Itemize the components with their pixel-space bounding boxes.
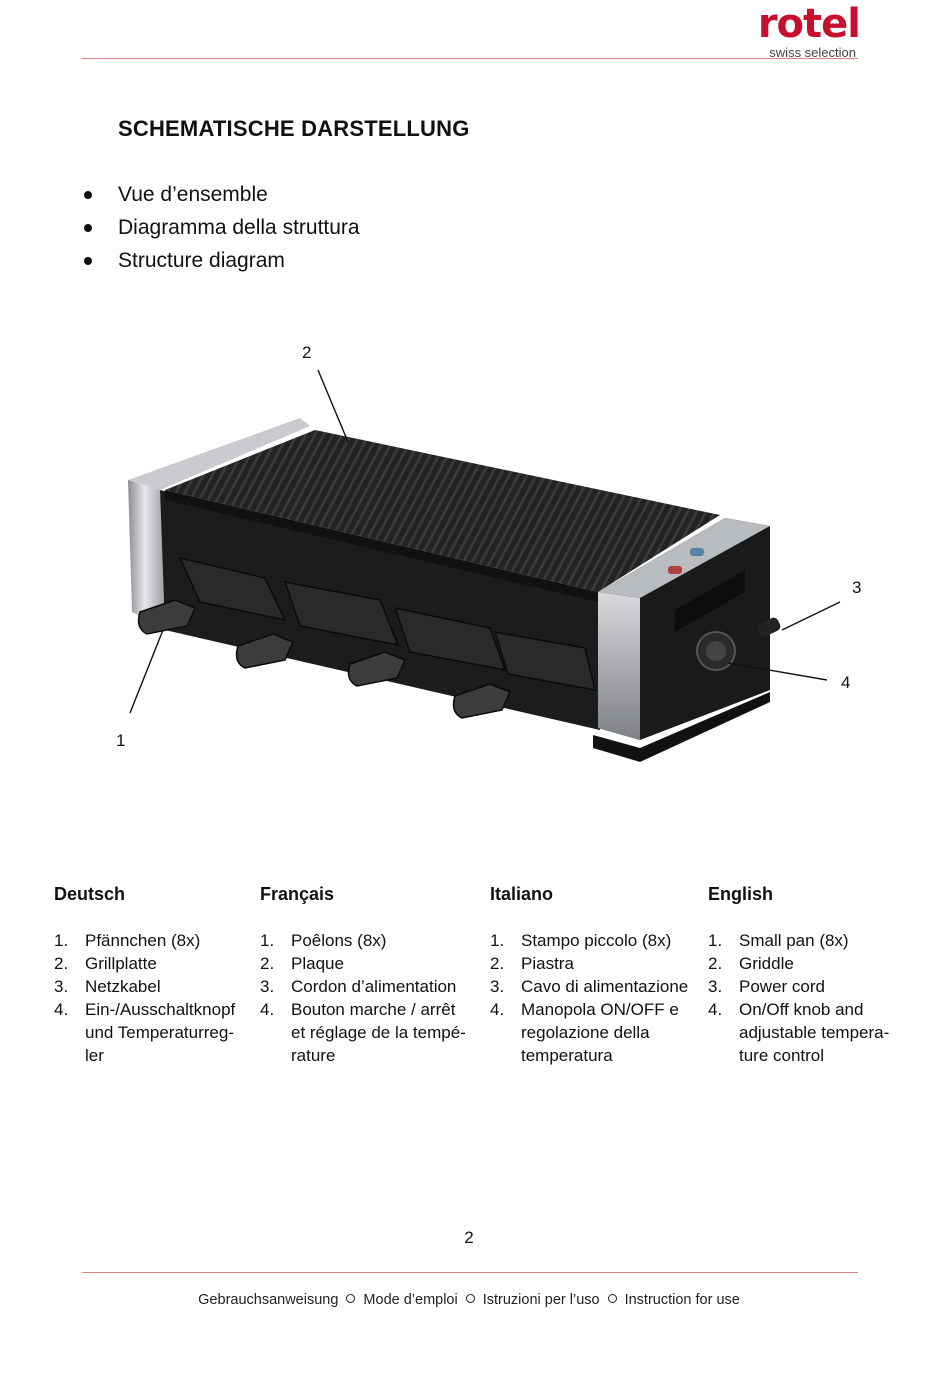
header-rule <box>82 58 858 59</box>
legend-item: 2.Grillplatte <box>54 954 157 973</box>
logo-tagline: swiss selection <box>769 45 856 60</box>
page-title: SCHEMATISCHE DARSTELLUNG <box>118 116 470 141</box>
subtitle-list: Vue d’ensemble Diagramma della struttura… <box>80 178 360 277</box>
bullet-icon <box>84 257 92 265</box>
legend-item: 3.Power cord <box>708 977 825 996</box>
circle-separator-icon <box>465 1294 475 1303</box>
callout-1: 1 <box>116 731 126 750</box>
legend-heading: Italiano <box>490 884 554 904</box>
legend-item: 3.Cavo di alimentazione <box>490 977 689 996</box>
legend-item: 4.On/Off knob and adjustable tempera- tu… <box>708 1000 890 1065</box>
circle-separator-icon <box>346 1294 356 1303</box>
legend-list: 1.Poêlons (8x) 2.Plaque 3.Cordon d’alime… <box>260 929 485 1067</box>
footer-item: Istruzioni per l’uso <box>482 1292 600 1308</box>
footer-rule <box>82 1272 858 1273</box>
legend-heading: Français <box>260 884 335 904</box>
legend-item: 3.Cordon d’alimentation <box>260 977 457 996</box>
legend-column-deutsch: Deutsch 1.Pfännchen (8x) 2.Grillplatte 3… <box>54 880 254 1067</box>
legend-item: 1.Pfännchen (8x) <box>54 931 201 950</box>
logo-wordmark: rotel <box>757 1 861 47</box>
footer: Gebrauchsanweisung Mode d’emploi Istruzion… <box>0 1292 938 1308</box>
callout-3: 3 <box>852 578 862 597</box>
legend-heading: Deutsch <box>54 884 126 904</box>
legend-item: 1.Small pan (8x) <box>708 931 849 950</box>
legend-item: 4.Bouton marche / arrêt et réglage de la… <box>260 1000 466 1065</box>
legend-item: 2.Plaque <box>260 954 344 973</box>
footer-item: Gebrauchsanweisung <box>198 1292 339 1308</box>
legend-item: 2.Piastra <box>490 954 574 973</box>
legend-column-english: English 1.Small pan (8x) 2.Griddle 3.Pow… <box>708 880 908 1067</box>
legend-list: 1.Stampo piccolo (8x) 2.Piastra 3.Cavo d… <box>490 929 705 1067</box>
legend-item: 1.Poêlons (8x) <box>260 931 387 950</box>
page-number: 2 <box>464 1228 474 1247</box>
callout-2: 2 <box>302 343 312 362</box>
footer-item: Mode d’emploi <box>363 1292 458 1308</box>
legend-column-francais: Français 1.Poêlons (8x) 2.Plaque 3.Cordo… <box>260 880 485 1067</box>
footer-item: Instruction for use <box>624 1292 740 1308</box>
legend-list: 1.Pfännchen (8x) 2.Grillplatte 3.Netzkab… <box>54 929 254 1067</box>
legend-item: 2.Griddle <box>708 954 794 973</box>
legend-column-italiano: Italiano 1.Stampo piccolo (8x) 2.Piastra… <box>490 880 705 1067</box>
subtitle-item: Diagramma della struttura <box>80 211 360 244</box>
legend-heading: English <box>708 884 774 904</box>
legend-item: 4.Ein-/Ausschaltknopf und Temperaturreg-… <box>54 1000 236 1065</box>
bullet-icon <box>84 224 92 232</box>
rotel-logo: rotel swiss selection <box>710 2 861 60</box>
legend-list: 1.Small pan (8x) 2.Griddle 3.Power cord … <box>708 929 908 1067</box>
raclette-grill-diagram: 1 2 3 4 <box>0 330 950 790</box>
subtitle-item: Vue d’ensemble <box>80 178 360 211</box>
legend-item: 3.Netzkabel <box>54 977 161 996</box>
subtitle-item: Structure diagram <box>80 244 360 277</box>
raclette-grill-illustration <box>128 369 841 762</box>
callout-4: 4 <box>841 673 851 692</box>
legend-item: 1.Stampo piccolo (8x) <box>490 931 672 950</box>
legend-item: 4.Manopola ON/OFF e regolazione della te… <box>490 1000 679 1065</box>
circle-separator-icon <box>607 1294 617 1303</box>
bullet-icon <box>84 191 92 199</box>
